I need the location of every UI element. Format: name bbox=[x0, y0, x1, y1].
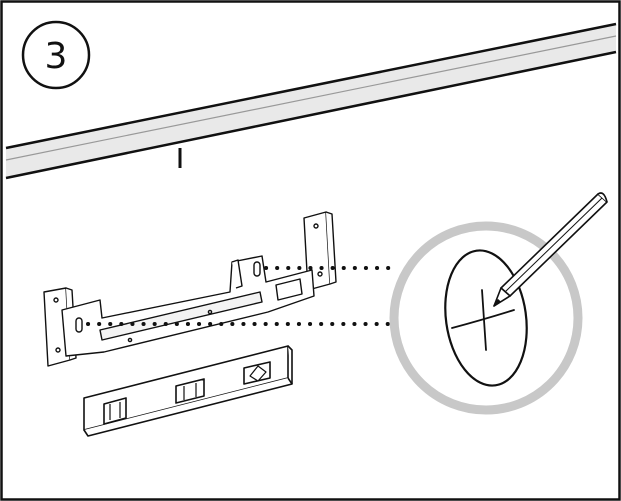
step-number-badge: 3 bbox=[21, 20, 91, 90]
alignment-guides bbox=[86, 266, 398, 326]
crosshair-mark-icon bbox=[451, 289, 515, 351]
spirit-level-icon bbox=[83, 345, 293, 437]
step-number-text: 3 bbox=[45, 36, 68, 77]
level-vial-right bbox=[243, 361, 271, 385]
pencil-icon bbox=[493, 192, 608, 307]
step-number-circle bbox=[21, 20, 91, 90]
wall-ledge bbox=[5, 22, 617, 180]
wall-bracket-icon bbox=[43, 211, 337, 367]
level-vial-left bbox=[103, 397, 127, 425]
level-vial-center bbox=[175, 378, 205, 404]
